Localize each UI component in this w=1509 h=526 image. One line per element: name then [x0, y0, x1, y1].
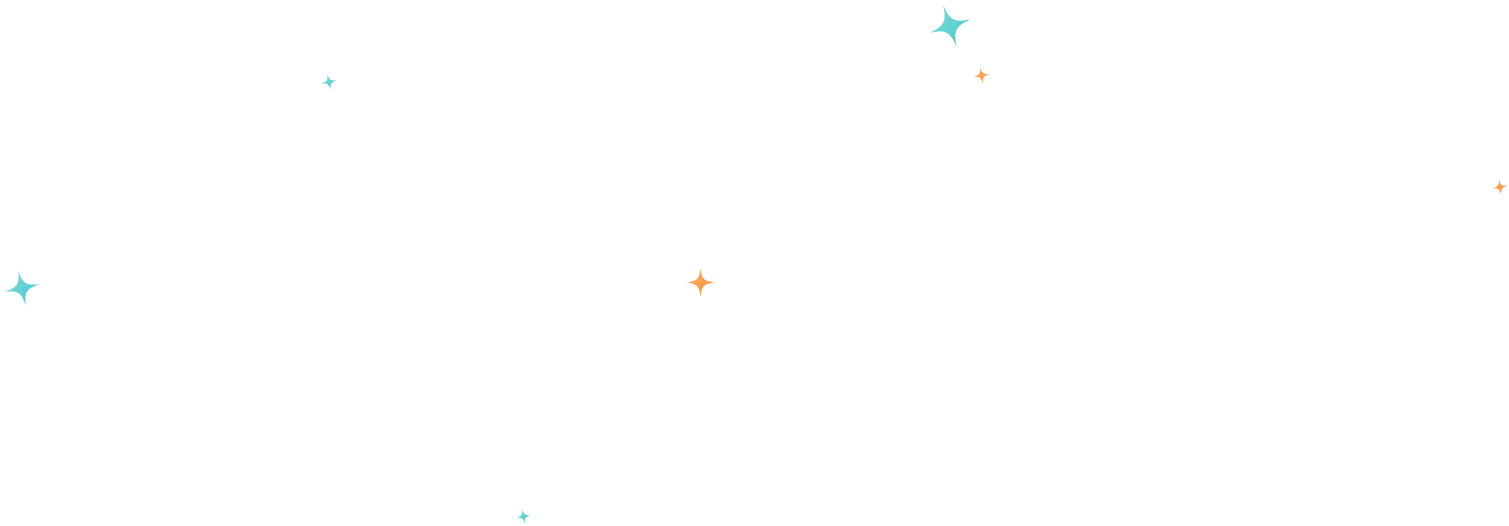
sparkle-icon	[922, 0, 978, 54]
sparkle-icon	[1490, 177, 1509, 197]
sparkle-icon	[971, 65, 992, 86]
sparkle-icon	[319, 72, 339, 92]
sparkle-icon	[514, 507, 533, 526]
sparkle-icon	[0, 266, 44, 310]
sparkle-icon	[686, 268, 715, 297]
